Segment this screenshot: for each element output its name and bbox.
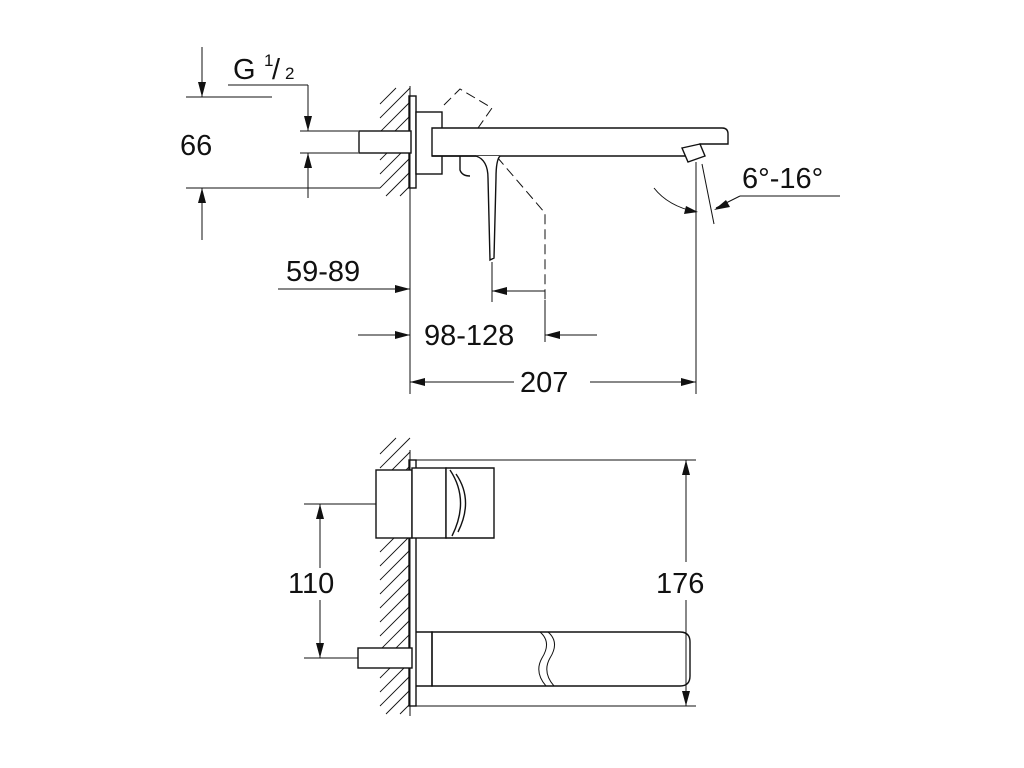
thread-prefix-label: G: [233, 54, 256, 86]
height-66-label: 66: [180, 130, 212, 162]
thread-dimension: G 1 / 2: [186, 47, 358, 198]
front-spout: [431, 631, 691, 687]
break-line-1: [538, 631, 547, 687]
front-view: 110 176: [288, 437, 704, 716]
spout-207-label: 207: [520, 367, 568, 399]
lever-projection-dimension: [491, 262, 545, 302]
height-176-label: 176: [656, 568, 704, 600]
front-spout-connector: [357, 647, 413, 669]
depth-98-128-dimension: 98-128: [358, 300, 597, 352]
front-escutcheon: [411, 467, 447, 539]
height-110-label: 110: [288, 568, 334, 600]
front-wall-plate: [408, 459, 417, 707]
depth-59-89-label: 59-89: [286, 256, 360, 288]
height-176-dimension: 176: [656, 460, 704, 706]
handle-curve-inner: [455, 473, 467, 533]
aerator: [681, 143, 706, 163]
lever-alt-position: [443, 88, 546, 300]
spout-207-dimension: 207: [410, 162, 697, 399]
thread-numerator-label: 1: [264, 51, 273, 70]
thread-slash-label: /: [272, 54, 281, 86]
handle-curve-outer: [449, 469, 462, 537]
depth-98-128-label: 98-128: [424, 320, 514, 352]
angle-dimension: 6°-16°: [653, 163, 840, 225]
front-mixer-body: [375, 469, 413, 539]
break-line-2: [546, 631, 555, 687]
backplate-outline: [416, 459, 696, 707]
spout-mount: [416, 631, 433, 687]
height-66-dimension: 66: [180, 130, 380, 240]
side-view: G 1 / 2 66 59-89: [180, 47, 840, 399]
side-body-stub: [358, 130, 412, 154]
angle-label: 6°-16°: [742, 163, 823, 195]
front-handle: [445, 467, 495, 539]
lever-inner-edge: [459, 156, 471, 177]
depth-59-89-dimension: 59-89: [278, 200, 411, 394]
thread-denominator-label: 2: [285, 64, 294, 83]
height-110-dimension: 110: [288, 503, 376, 659]
side-lever: [432, 155, 501, 262]
